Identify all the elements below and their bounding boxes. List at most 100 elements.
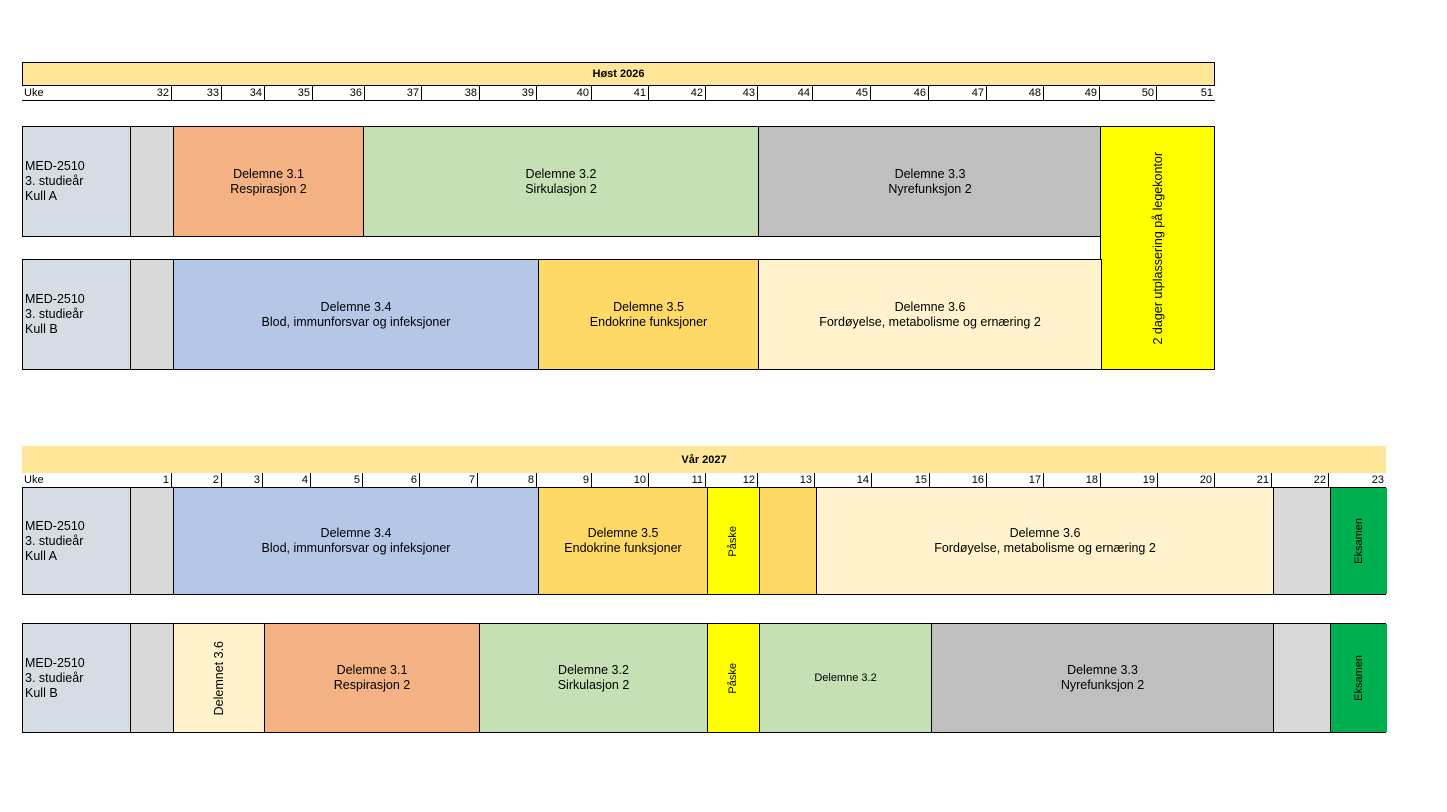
- spring-week-cell: 9: [537, 473, 592, 487]
- fall-week-cell: 41: [592, 86, 649, 100]
- fall-week-cell: 39: [480, 86, 537, 100]
- course-code: MED-2510: [25, 655, 85, 670]
- spring-week-cell: 22: [1272, 473, 1329, 487]
- course-code: MED-2510: [25, 518, 85, 533]
- kull-name: Kull B: [25, 322, 58, 336]
- fall-week-cell: 47: [929, 86, 987, 100]
- kull-label-cell: MED-2510 3. studieår Kull B: [23, 624, 130, 732]
- study-year: 3. studieår: [25, 533, 84, 548]
- module-subtitle: Fordøyelse, metabolisme og ernæring 2: [934, 541, 1156, 555]
- easter-cell: Påske: [707, 488, 759, 594]
- spring-week-cell: 20: [1158, 473, 1215, 487]
- empty-week-cell: [1273, 624, 1330, 732]
- module-3-6-vertical-cell: Delemnet 3.6: [173, 624, 264, 732]
- spring-week-cell: 10: [592, 473, 649, 487]
- spring-week-cell: 2: [172, 473, 222, 487]
- module-3-5-continued-cell: [759, 488, 816, 594]
- spring-week-cell: 13: [758, 473, 815, 487]
- fall-week-cell: 40: [537, 86, 592, 100]
- module-title: Delemne 3.4: [320, 299, 392, 314]
- spring-week-cell: 4: [263, 473, 311, 487]
- spring-week-cell: 14: [815, 473, 872, 487]
- course-code: MED-2510: [25, 292, 85, 306]
- spring-week-row: Uke 1 2 3 4 5 6 7 8 9 10 11 12 13 14 15 …: [22, 473, 1386, 488]
- spring-week-cell: 19: [1101, 473, 1158, 487]
- exam-text: Eksamen: [1352, 655, 1365, 701]
- study-year: 3. studieår: [25, 307, 84, 321]
- easter-cell: Påske: [707, 624, 759, 732]
- fall-week-cell: 49: [1044, 86, 1100, 100]
- fall-week-cell: 34: [222, 86, 265, 100]
- fall-week-cell: 44: [758, 86, 813, 100]
- module-subtitle: Blod, immunforsvar og infeksjoner: [261, 314, 451, 329]
- study-year: 3. studieår: [25, 174, 84, 188]
- module-subtitle: Endokrine funksjoner: [589, 314, 708, 329]
- fall-week-cell: 51: [1200, 87, 1213, 99]
- kull-name: Kull A: [25, 189, 57, 203]
- module-subtitle: Sirkulasjon 2: [525, 181, 597, 196]
- exam-cell: Eksamen: [1330, 488, 1387, 594]
- module-title: Delemne 3.5: [587, 526, 659, 540]
- module-title: Delemne 3.5: [613, 299, 684, 314]
- module-subtitle: Respirasjon 2: [230, 181, 307, 196]
- spring-week-cell: 18: [1044, 473, 1101, 487]
- spring-week-cell: 11: [649, 473, 706, 487]
- module-subtitle: Nyrefunksjon 2: [888, 181, 972, 196]
- module-3-2-continued-cell: Delemne 3.2: [759, 624, 931, 732]
- fall-title-text: Høst 2026: [592, 68, 645, 80]
- spring-week-cell: 21: [1215, 473, 1272, 487]
- module-title: Delemne 3.1: [336, 663, 408, 677]
- module-title: Delemne 3.3: [894, 166, 966, 181]
- module-title: Delemne 3.1: [233, 166, 304, 181]
- spring-week-cell: 3: [222, 473, 263, 487]
- fall-week-cell: 33: [172, 86, 222, 100]
- spring-week-cell: 17: [987, 473, 1044, 487]
- fall-week-cell: 45: [813, 86, 871, 100]
- module-subtitle: Sirkulasjon 2: [557, 678, 630, 692]
- empty-week-cell: [1273, 488, 1330, 594]
- exam-text: Eksamen: [1352, 518, 1365, 564]
- spring-title-text: Vår 2027: [681, 453, 727, 466]
- spring-week-cell: 1: [129, 473, 172, 487]
- module-title: Delemnet 3.6: [211, 640, 226, 716]
- spring-week-cell: 23: [1371, 474, 1384, 486]
- study-year: 3. studieår: [25, 670, 84, 685]
- fall-week-cell: 35: [265, 86, 313, 100]
- kull-label-cell: MED-2510 3. studieår Kull A: [23, 488, 130, 594]
- module-title: Delemne 3.2: [814, 671, 877, 684]
- module-subtitle: Respirasjon 2: [333, 678, 411, 692]
- exam-cell: Eksamen: [1330, 624, 1387, 732]
- fall-week-cell: 38: [422, 86, 480, 100]
- fall-week-cell: 36: [313, 86, 365, 100]
- fall-week-cell: 32: [129, 86, 172, 100]
- fall-week-cell: 48: [987, 86, 1044, 100]
- module-title: Delemne 3.2: [525, 166, 597, 181]
- placement-text: 2 dager utplassering på legekontor: [1150, 151, 1165, 345]
- module-subtitle: Blod, immunforsvar og infeksjoner: [261, 541, 451, 555]
- spring-kull-b-row: MED-2510 3. studieår Kull B Delemnet 3.6…: [22, 623, 1387, 733]
- spring-week-cell: 5: [311, 473, 363, 487]
- module-subtitle: Fordøyelse, metabolisme og ernæring 2: [819, 314, 1041, 329]
- module-subtitle: Endokrine funksjoner: [564, 541, 682, 555]
- easter-text: Påske: [727, 525, 739, 557]
- spring-week-cell: 8: [478, 473, 537, 487]
- empty-week-cell: [130, 260, 173, 369]
- fall-week-cell: 46: [871, 86, 929, 100]
- kull-label-cell: MED-2510 3. studieår Kull A: [23, 127, 130, 236]
- module-title: Delemne 3.6: [1009, 526, 1081, 540]
- spring-week-cell: 7: [420, 473, 478, 487]
- easter-text: Påske: [727, 662, 739, 694]
